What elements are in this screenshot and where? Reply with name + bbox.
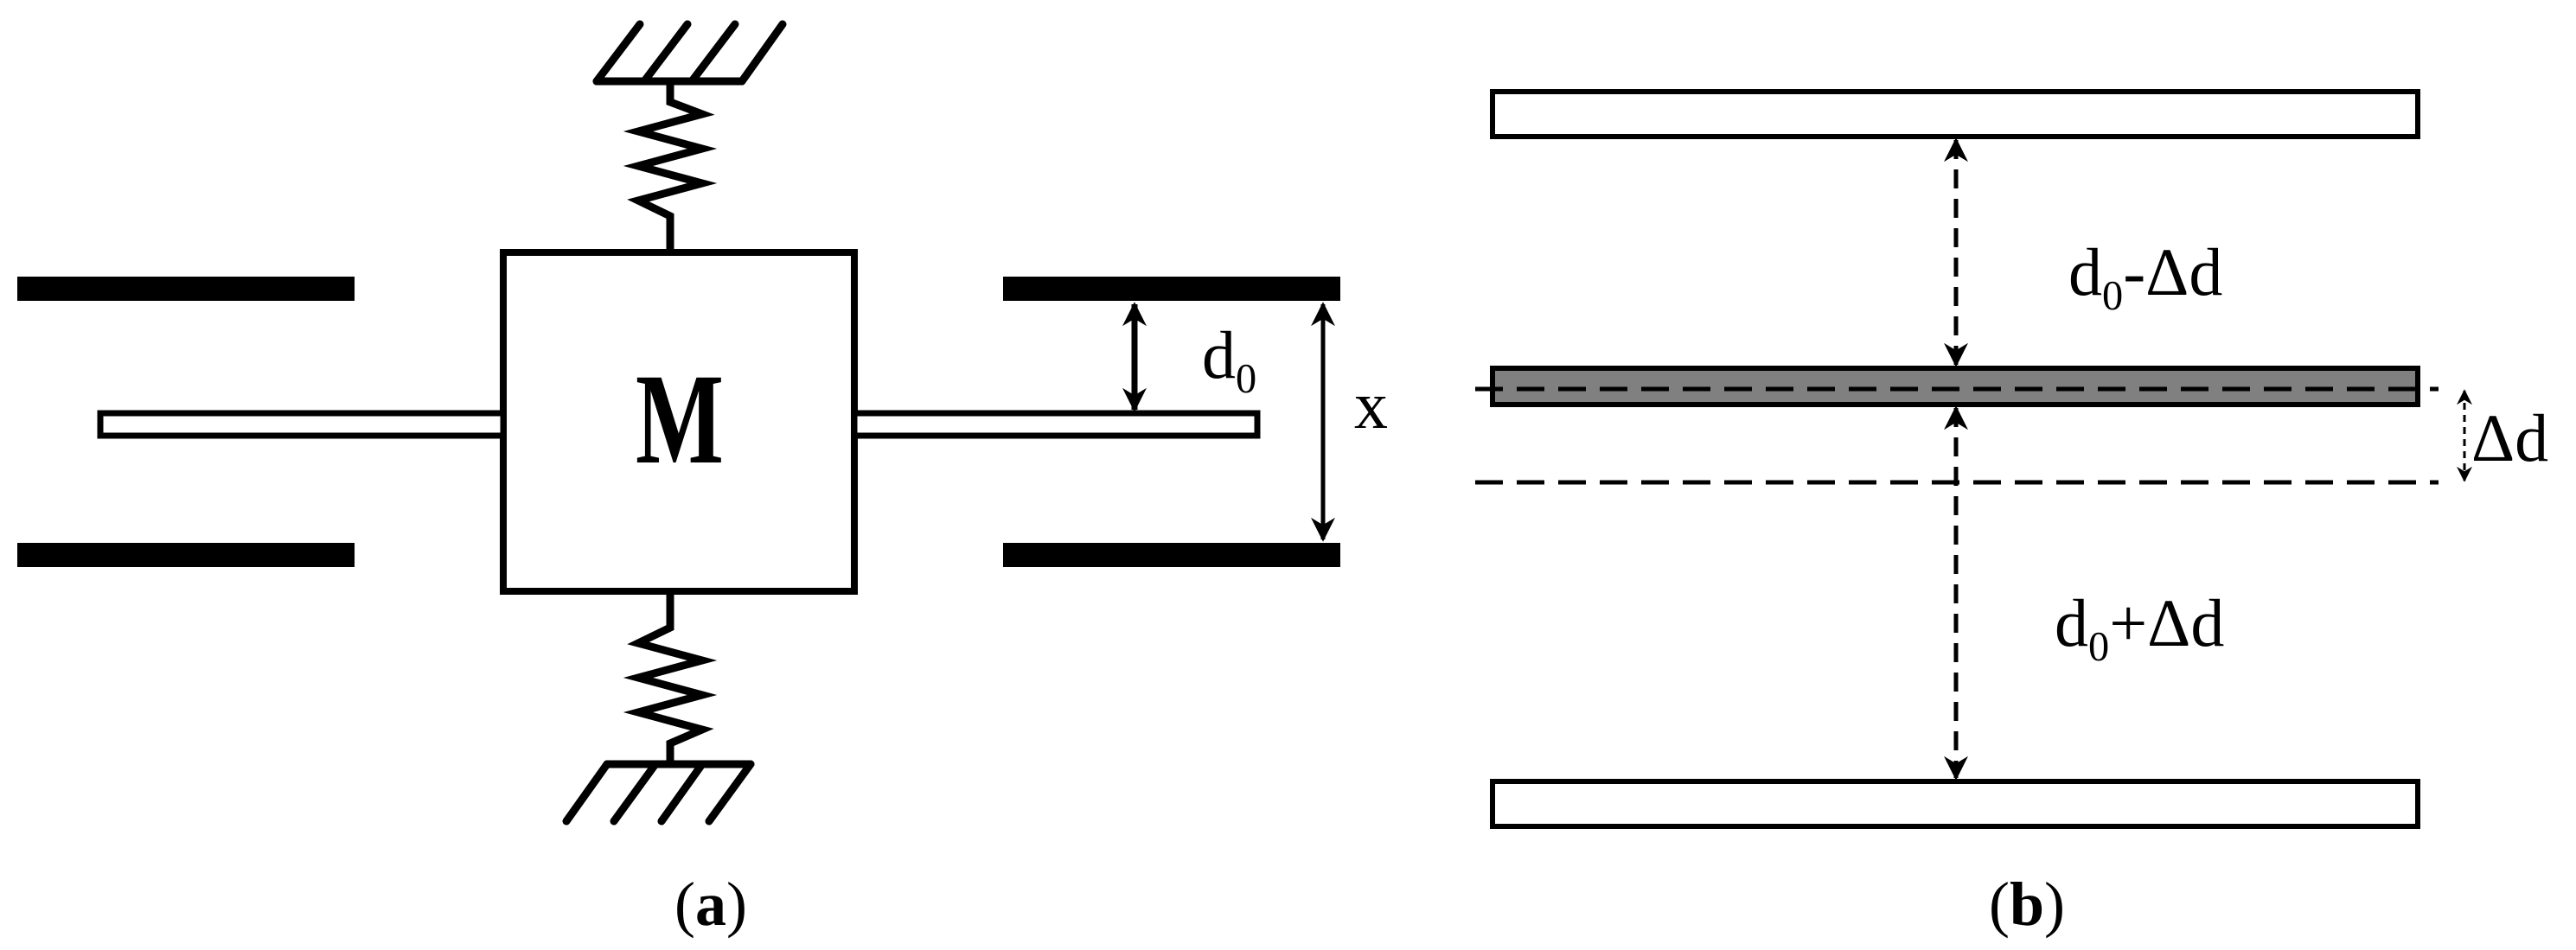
caption-a: (a) (674, 873, 747, 935)
right-fixed-plate-top (1003, 277, 1340, 301)
gap-label: d0 (1202, 322, 1256, 400)
gap-label-sub: 0 (1236, 355, 1257, 402)
top-fixed-plate (1490, 89, 2420, 139)
panel-b (1475, 89, 2472, 829)
mass-label: M (636, 347, 724, 491)
upper-gap-sub: 0 (2102, 272, 2124, 319)
bottom-fixed-plate (1490, 779, 2420, 829)
lower-gap-label: d0+Δd (2055, 590, 2224, 668)
bottom-spring (623, 591, 718, 764)
mass-block (500, 249, 858, 595)
panel-a (17, 20, 1340, 826)
caption-b: (b) (1989, 873, 2065, 935)
caption-b-letter: b (2009, 870, 2045, 939)
displacement-label: x (1354, 367, 1388, 443)
top-spring (623, 81, 718, 252)
lower-gap-rest: +Δd (2109, 585, 2225, 660)
bottom-ground-icon (562, 760, 755, 826)
right-fixed-plate-bottom (1003, 543, 1340, 567)
left-fixed-plate-bottom (17, 543, 355, 567)
lower-gap-sub: 0 (2088, 623, 2110, 670)
left-fixed-plate-top (17, 277, 355, 301)
upper-gap-base: d (2068, 234, 2102, 309)
caption-a-letter: a (694, 870, 726, 939)
caption-a-close: ) (725, 870, 747, 939)
top-ground-icon (592, 20, 787, 86)
lower-gap-base: d (2055, 585, 2088, 660)
upper-gap-label: d0-Δd (2068, 239, 2222, 317)
caption-a-open: ( (674, 870, 695, 939)
upper-gap-rest: -Δd (2123, 234, 2223, 309)
caption-b-open: ( (1989, 870, 2010, 939)
caption-b-close: ) (2044, 870, 2066, 939)
left-movable-finger (97, 410, 507, 439)
movable-plate (1490, 366, 2420, 407)
offset-label: Δd (2471, 400, 2549, 475)
right-movable-finger (851, 410, 1261, 439)
gap-label-base: d (1202, 317, 1236, 392)
